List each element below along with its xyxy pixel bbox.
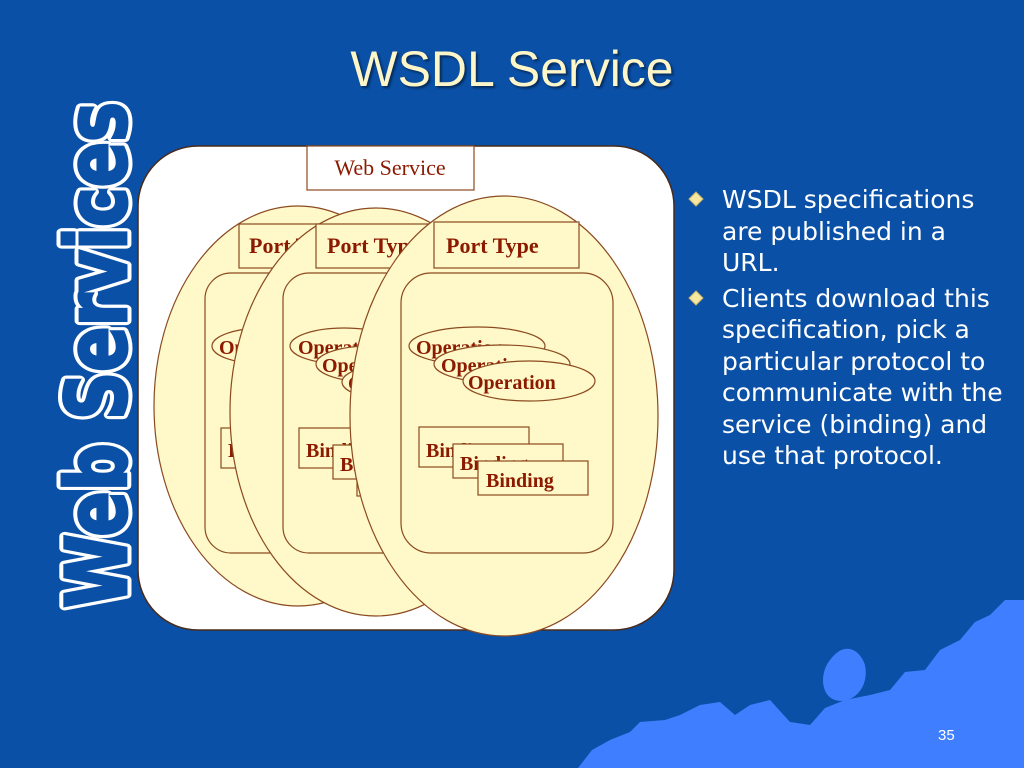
binding-label-3c: Binding [486, 470, 554, 492]
port-type-label-3: Port Type [446, 233, 539, 258]
page-number: 35 [938, 727, 955, 744]
web-services-logo-text: Web Services [48, 102, 146, 608]
web-service-label-box [306, 145, 475, 191]
port-type-group-3: Port Type Operation Operation Operation … [349, 195, 659, 637]
web-services-logo: Web Services Web Services [43, 97, 152, 614]
bullet-item: WSDL specifications are published in a U… [686, 184, 1006, 279]
diamond-bullet-icon [688, 289, 704, 306]
wsdl-service-diagram: Port Type Operation Binding Port Type Op… [137, 145, 675, 637]
web-service-label: Web Service [334, 155, 445, 180]
diamond-bullet-icon [688, 191, 704, 207]
slide-title: WSDL Service [350, 41, 674, 97]
bullet-list: WSDL specifications are published in a U… [686, 184, 1006, 476]
bullet-text: WSDL specifications are published in a U… [722, 185, 975, 277]
web-services-logo-text-inner: Web Services [48, 102, 146, 608]
bullet-item: Clients download this specification, pic… [686, 283, 1006, 472]
operation-label-3c: Operation [468, 372, 556, 394]
bullet-text: Clients download this specification, pic… [722, 283, 1003, 471]
